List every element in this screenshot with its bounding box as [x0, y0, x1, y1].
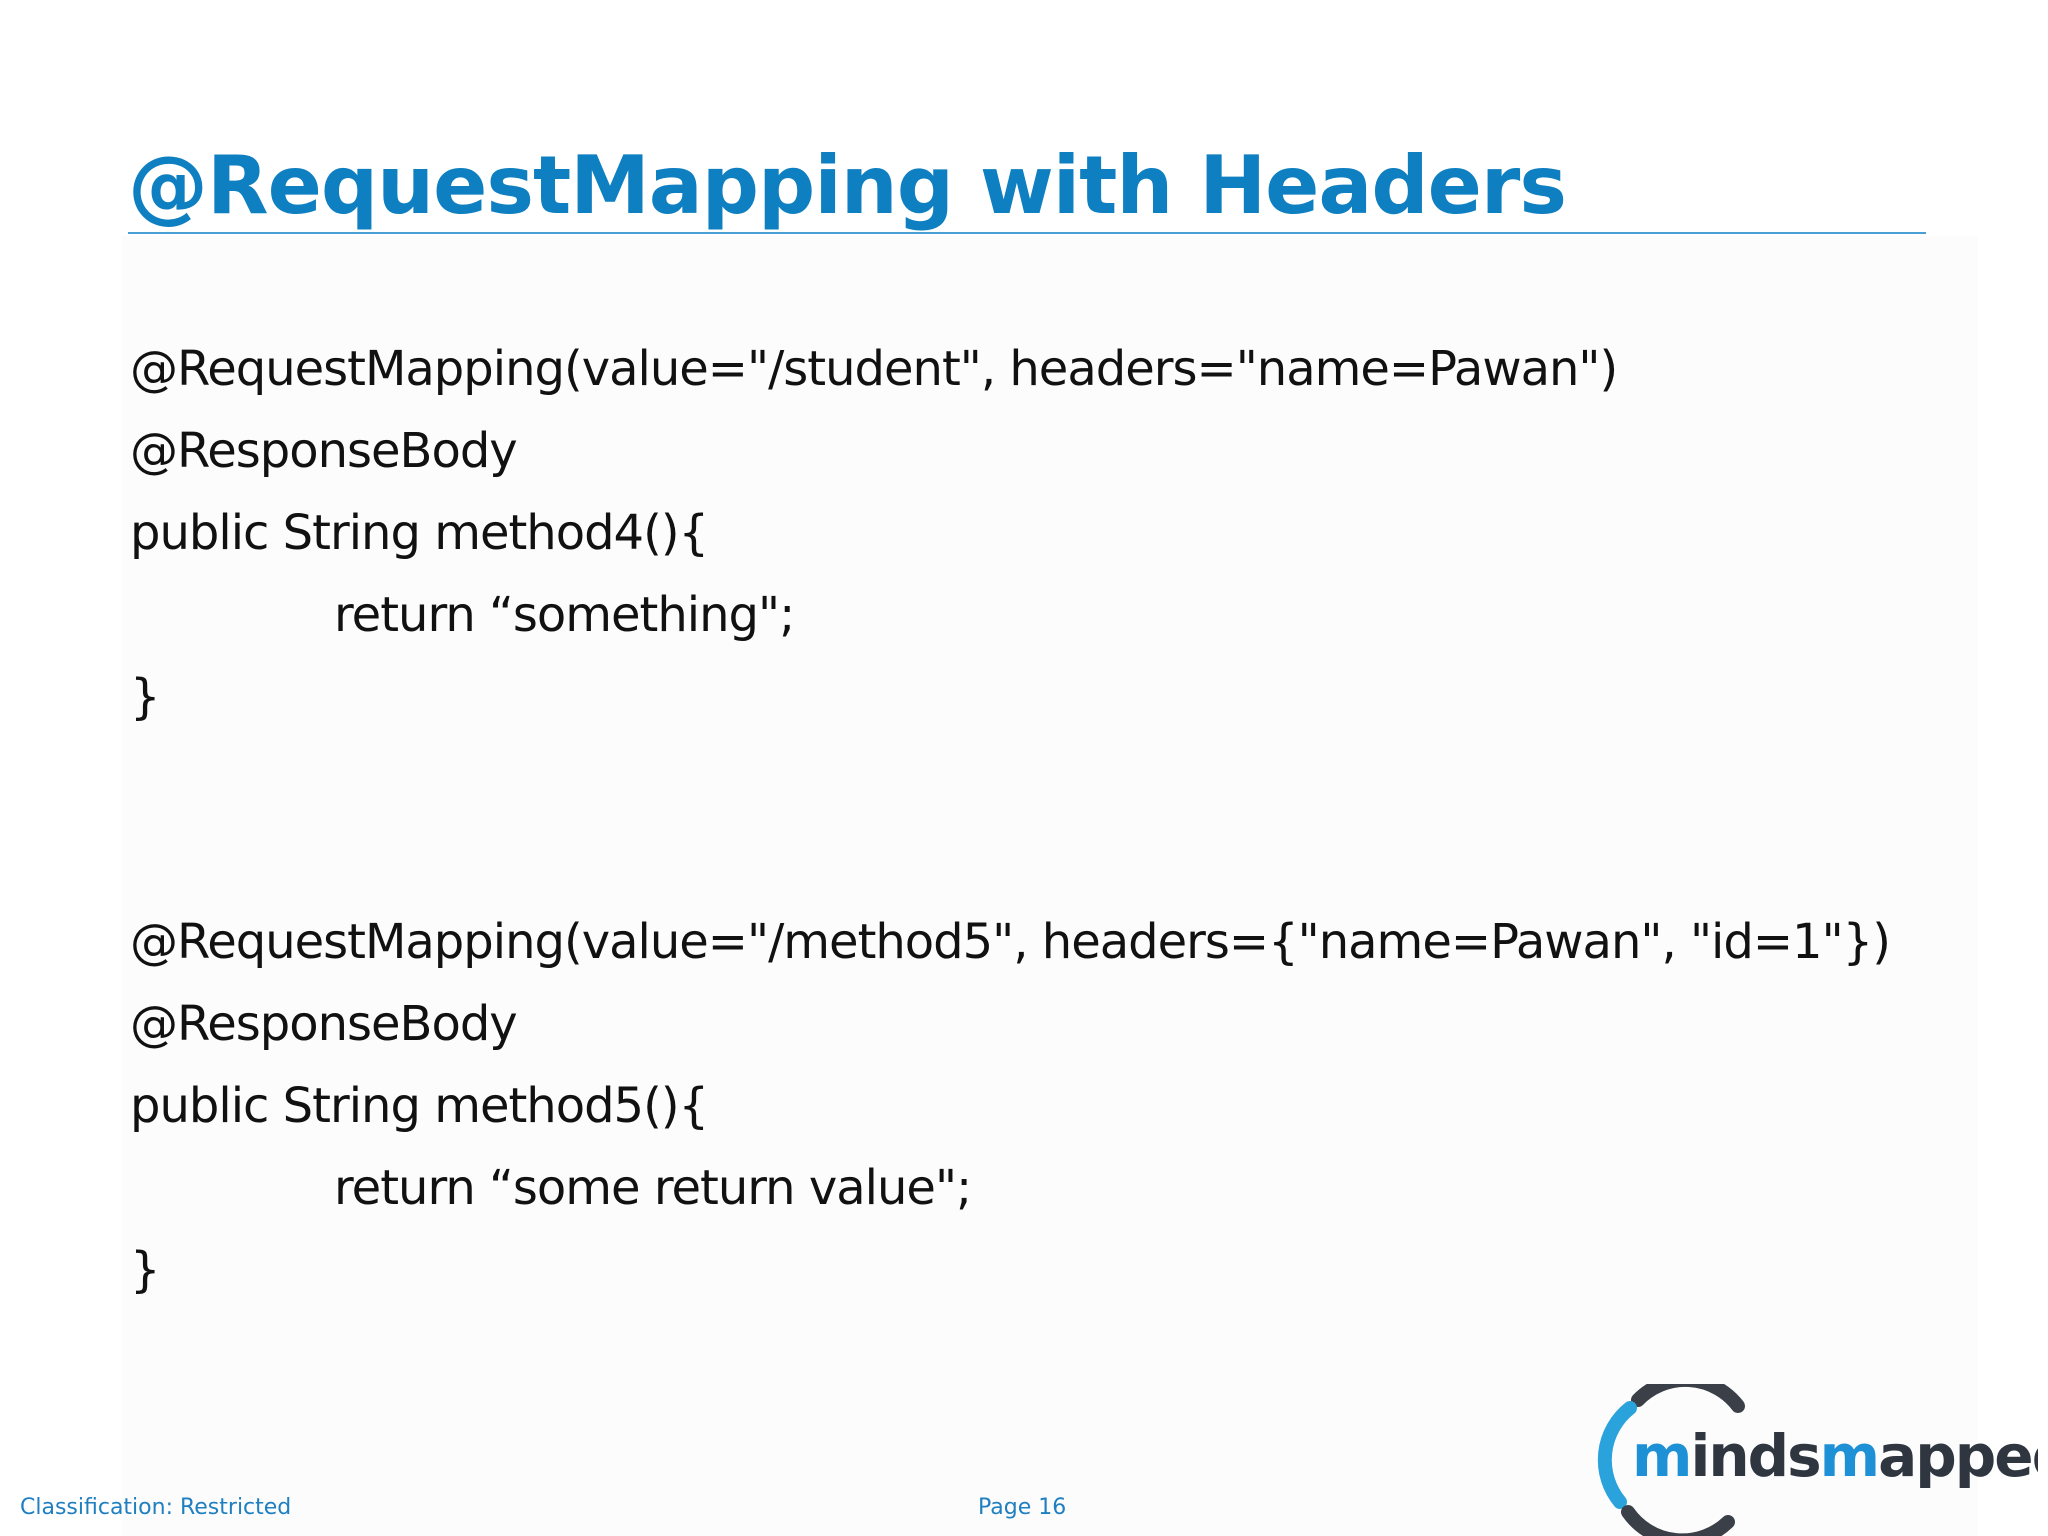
code-line: }	[130, 669, 161, 725]
code-block-method4: @RequestMapping(value="/student", header…	[130, 328, 1618, 738]
footer-page-number: Page 16	[978, 1495, 1067, 1520]
logo-icon: mindsmapped	[1597, 1384, 2038, 1536]
mindsmapped-logo: mindsmapped	[1588, 1384, 2038, 1536]
code-line: @RequestMapping(value="/method5", header…	[130, 914, 1891, 970]
footer-classification: Classification: Restricted	[20, 1495, 292, 1520]
code-block-method5: @RequestMapping(value="/method5", header…	[130, 901, 1891, 1311]
code-line: public String method5(){	[130, 1078, 709, 1134]
code-line: @ResponseBody	[130, 423, 518, 479]
code-line: @ResponseBody	[130, 996, 518, 1052]
content-background	[122, 236, 1978, 1536]
code-line: }	[130, 1242, 161, 1298]
code-line: @RequestMapping(value="/student", header…	[130, 341, 1618, 397]
code-line: return “some return value";	[334, 1160, 972, 1216]
slide-title: @RequestMapping with Headers	[128, 139, 1567, 232]
code-line: return “something";	[334, 587, 795, 643]
title-underline	[128, 232, 1926, 234]
svg-text:mindsmapped: mindsmapped	[1632, 1422, 2038, 1490]
code-line: public String method4(){	[130, 505, 709, 561]
